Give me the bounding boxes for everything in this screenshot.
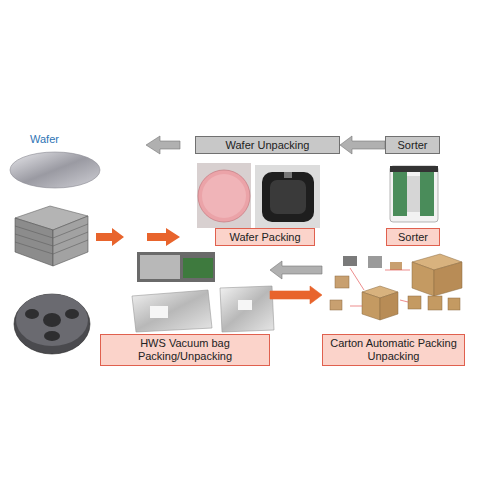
flow-arrow [147, 228, 180, 246]
tray-stack-image [15, 206, 88, 266]
flow-arrow [270, 261, 322, 279]
reel-image [14, 294, 90, 354]
sorter-image [390, 166, 438, 222]
caption-box: Wafer Packing [215, 228, 315, 246]
caption-box: Sorter [386, 228, 440, 246]
node-text: Wafer Unpacking [226, 139, 310, 151]
node-text: HWS Vacuum bag Packing/Unpacking [100, 334, 270, 366]
node-text: Sorter [398, 231, 428, 243]
vacuum-bag-image [132, 252, 274, 332]
node-text: Sorter [398, 139, 428, 151]
node-text: Carton Automatic Packing Unpacking [322, 334, 465, 366]
process-box: Wafer Unpacking [195, 136, 340, 154]
wafer-image [10, 152, 100, 188]
node-text: Wafer Packing [229, 231, 300, 243]
flow-arrow [146, 136, 180, 154]
wafer-packing-image [197, 163, 320, 228]
flow-arrow [270, 286, 322, 304]
carton-image [330, 254, 462, 320]
part-label: Wafer [30, 133, 59, 145]
process-box: Sorter [385, 136, 440, 154]
process-group: Carton Automatic Packing Unpacking [322, 250, 465, 366]
flow-arrow [96, 228, 124, 246]
flow-arrow [340, 136, 385, 154]
process-group: HWS Vacuum bag Packing/Unpacking [100, 250, 270, 366]
